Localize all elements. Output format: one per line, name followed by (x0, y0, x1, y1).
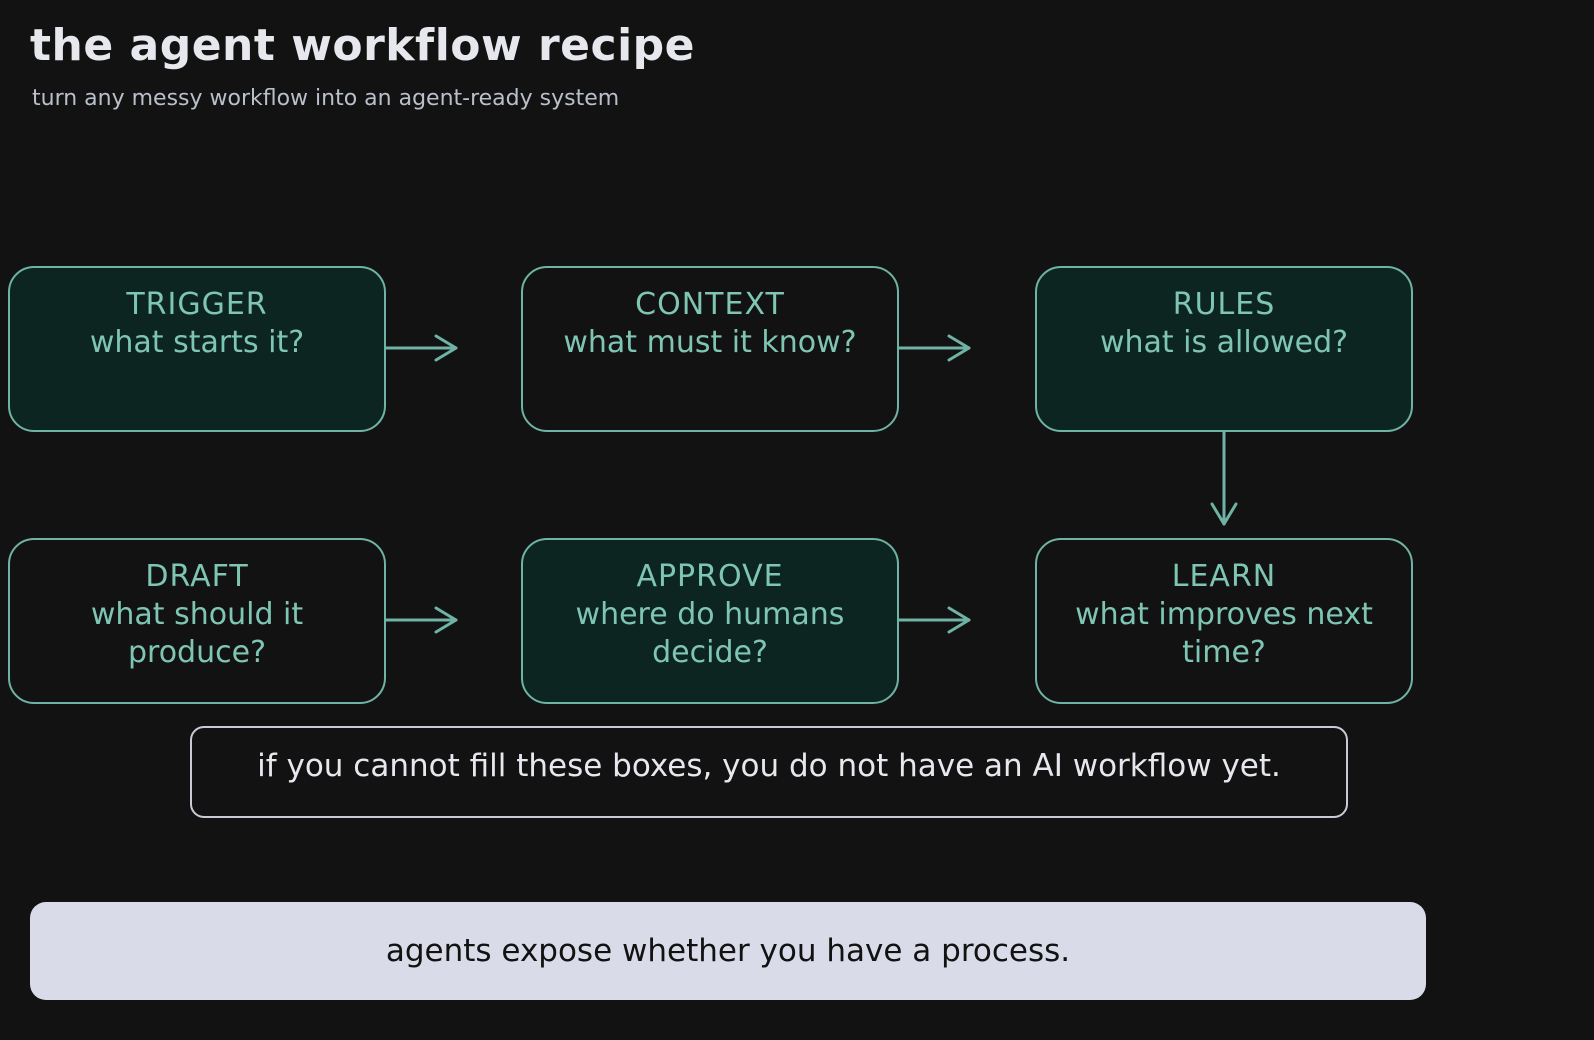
context-question: what must it know? (563, 325, 857, 360)
draft-question: what should it produce? (90, 597, 304, 670)
approve-label: APPROVE (636, 559, 784, 594)
draft-node: DRAFT what should it produce? (8, 538, 386, 704)
context-label: CONTEXT (635, 287, 785, 322)
learn-label: LEARN (1171, 559, 1277, 594)
rules-question: what is allowed? (1099, 325, 1349, 360)
diagram-subtitle: turn any messy workflow into an agent-re… (32, 86, 620, 111)
arrow-draft-to-approve (384, 606, 458, 634)
takeaway-banner: agents expose whether you have a process… (30, 902, 1426, 1000)
draft-label: DRAFT (145, 559, 249, 594)
learn-node: LEARN what improves next time? (1035, 538, 1413, 704)
trigger-question: what starts it? (89, 325, 305, 360)
diagram-title: the agent workflow recipe (30, 20, 696, 71)
trigger-node: TRIGGER what starts it? (8, 266, 386, 432)
approve-question: where do humans decide? (575, 597, 845, 670)
rules-node: RULES what is allowed? (1035, 266, 1413, 432)
arrow-trigger-to-context (384, 334, 458, 362)
arrow-approve-to-learn (897, 606, 971, 634)
arrow-context-to-rules (897, 334, 971, 362)
context-node: CONTEXT what must it know? (521, 266, 899, 432)
note-box: if you cannot fill these boxes, you do n… (190, 726, 1348, 818)
approve-node: APPROVE where do humans decide? (521, 538, 899, 704)
learn-question: what improves next time? (1075, 597, 1373, 670)
trigger-label: TRIGGER (126, 287, 268, 322)
arrow-rules-to-learn (1210, 430, 1238, 526)
rules-label: RULES (1172, 287, 1276, 322)
